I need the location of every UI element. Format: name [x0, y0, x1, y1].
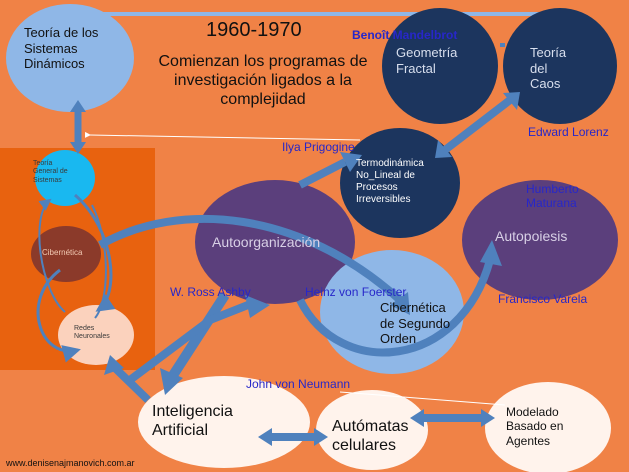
inteligencia-artificial-node — [138, 376, 310, 468]
geometria-fractal-label: Geometría Fractal — [396, 45, 458, 76]
modelado-node — [485, 382, 611, 472]
autoorganizacion-label: Autoorganización — [212, 234, 321, 250]
arrow-redes-ia — [109, 362, 151, 403]
teoria-caos-node — [503, 8, 617, 124]
left-loop-arrow-3 — [38, 198, 66, 313]
tgs-node — [35, 150, 95, 206]
person-maturana: Humberto Maturana — [526, 182, 579, 211]
person-ashby: W. Ross Ashby — [170, 285, 251, 299]
person-neumann: John von Neumann — [246, 377, 351, 391]
cibernetica-small-label: Cibernética — [42, 248, 83, 257]
arrow-autoorg-ia — [165, 292, 230, 383]
left-loop-arrow-1 — [74, 193, 116, 312]
autoorganizacion-node — [195, 180, 355, 304]
arrow-autoorg-termo — [298, 158, 347, 189]
footer-website[interactable]: www.denisenajmanovich.com.ar — [6, 458, 135, 468]
automatas-label: Autómatas celulares — [332, 418, 409, 455]
arrow-cibernetica-segundo-orden — [98, 214, 403, 303]
geometria-fractal-node — [382, 8, 498, 124]
sistemas-dinamicos-node — [6, 4, 134, 112]
thin-arrow-title — [84, 131, 361, 141]
termodinamica-node — [340, 128, 460, 238]
arrow-segundo-orden-autopoiesis — [296, 258, 494, 357]
thin-line-neumann-modelado — [339, 391, 506, 406]
modelado-label: Modelado Basado en Agentes — [506, 405, 564, 448]
autopoiesis-label: Autopoiesis — [495, 228, 568, 244]
autopoiesis-node — [462, 180, 618, 300]
person-varela: Francisco Varela — [498, 292, 588, 306]
redes-neuronales-label: Redes Neuronales — [74, 325, 110, 341]
person-mandelbrot: Benoît Mandelbrot — [352, 28, 458, 42]
inteligencia-artificial-label: Inteligencia Artificial — [152, 403, 233, 440]
person-foerster: Heinz von Foerster — [305, 285, 407, 299]
header-subtitle: Comienzan los programas de investigación… — [158, 53, 368, 109]
arrow-ia-up — [127, 301, 250, 384]
termodinamica-label: Termodinámica No_Lineal de Procesos Irre… — [356, 158, 424, 205]
automatas-node — [316, 390, 428, 470]
tgs-label: Teoría General de Sistemas — [33, 160, 68, 184]
sistemas-dinamicos-label: Teoría de los Sistemas Dinámicos — [24, 25, 99, 72]
cibernetica-node — [31, 226, 101, 282]
person-lorenz: Edward Lorenz — [528, 125, 609, 139]
person-prigogine: Ilya Prigogine — [282, 140, 355, 154]
left-loop-arrow-4 — [91, 204, 107, 319]
arrow-termo-caos — [442, 96, 513, 154]
teoria-caos-label: Teoría del Caos — [530, 45, 567, 92]
cibernetica-segundo-orden-label: Cibernética de Segundo Orden — [380, 300, 451, 347]
header-years: 1960-1970 — [206, 19, 302, 41]
left-loop-arrow-2 — [36, 268, 81, 363]
